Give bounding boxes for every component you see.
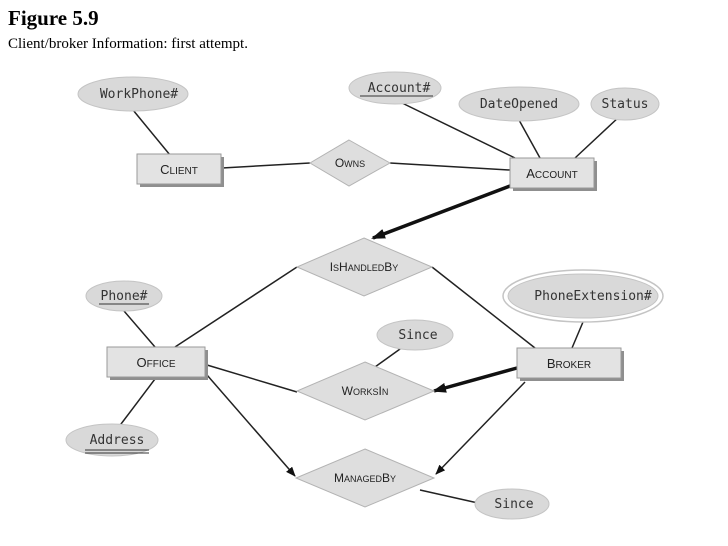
edge-office-managedby bbox=[206, 374, 296, 477]
relationship-owns: OWNS bbox=[309, 139, 392, 187]
edge-status-account bbox=[574, 115, 621, 159]
relationship-worksin-label: WORKSIN bbox=[342, 384, 389, 398]
attribute-address-label: Address bbox=[90, 433, 145, 448]
edge-ishandledby-office bbox=[174, 266, 298, 348]
entity-office: OFFICE bbox=[106, 346, 208, 380]
entity-broker-label: BROKER bbox=[547, 356, 591, 371]
attribute-account-no: Account# bbox=[348, 71, 442, 105]
edge-owns-account bbox=[389, 162, 511, 171]
attribute-workphone-label: WorkPhone# bbox=[100, 87, 178, 102]
attribute-status: Status bbox=[590, 87, 660, 121]
figure-title: Figure 5.9 bbox=[8, 6, 99, 30]
attribute-phone-extension-label: PhoneExtension# bbox=[534, 289, 652, 304]
relationship-managedby: MANAGEDBY bbox=[294, 448, 436, 508]
edge-address-office bbox=[117, 378, 156, 429]
edge-broker-worksin bbox=[432, 366, 518, 393]
attribute-status-label: Status bbox=[602, 97, 649, 112]
relationship-ishandledby: ISHANDLEDBY bbox=[295, 237, 434, 297]
edge-office-worksin bbox=[206, 364, 298, 393]
figure-caption: Client/broker Information: first attempt… bbox=[8, 36, 248, 52]
edge-managedby-since bbox=[419, 489, 479, 504]
edge-phone-office bbox=[123, 310, 156, 348]
attribute-date-opened: DateOpened bbox=[458, 86, 580, 122]
attribute-phone-extension: PhoneExtension# bbox=[502, 269, 664, 323]
attribute-workphone: WorkPhone# bbox=[77, 76, 189, 112]
entity-client: CLIENT bbox=[136, 153, 224, 187]
attribute-managedby-since-label: Since bbox=[494, 497, 533, 512]
entity-client-label: CLIENT bbox=[160, 162, 198, 177]
attribute-address: Address bbox=[65, 423, 159, 457]
edge-workphone-client bbox=[132, 109, 171, 156]
edge-phoneext-broker bbox=[571, 321, 584, 349]
attribute-phone: Phone# bbox=[85, 280, 163, 312]
attribute-phone-label: Phone# bbox=[101, 289, 148, 304]
edge-accountno-account bbox=[399, 101, 516, 159]
relationship-worksin: WORKSIN bbox=[295, 361, 436, 421]
edge-account-ishandledby bbox=[371, 184, 511, 240]
attribute-managedby-since: Since bbox=[474, 488, 550, 520]
attribute-account-no-label: Account# bbox=[368, 81, 431, 96]
relationship-ishandledby-label: ISHANDLEDBY bbox=[330, 260, 399, 274]
entity-account-label: ACCOUNT bbox=[526, 166, 578, 181]
edge-client-owns bbox=[221, 162, 311, 169]
edge-ishandledby-broker bbox=[431, 266, 536, 349]
edge-dateopened-account bbox=[518, 119, 541, 159]
entity-office-label: OFFICE bbox=[136, 355, 175, 370]
edge-broker-managedby bbox=[435, 381, 526, 475]
attribute-worksin-since-label: Since bbox=[398, 328, 437, 343]
relationship-managedby-label: MANAGEDBY bbox=[334, 471, 396, 485]
attribute-worksin-since: Since bbox=[376, 319, 454, 351]
entity-account: ACCOUNT bbox=[509, 157, 597, 191]
relationship-owns-label: OWNS bbox=[335, 156, 365, 170]
entity-broker: BROKER bbox=[516, 347, 624, 381]
attribute-date-opened-label: DateOpened bbox=[480, 97, 558, 112]
edges bbox=[117, 101, 621, 504]
